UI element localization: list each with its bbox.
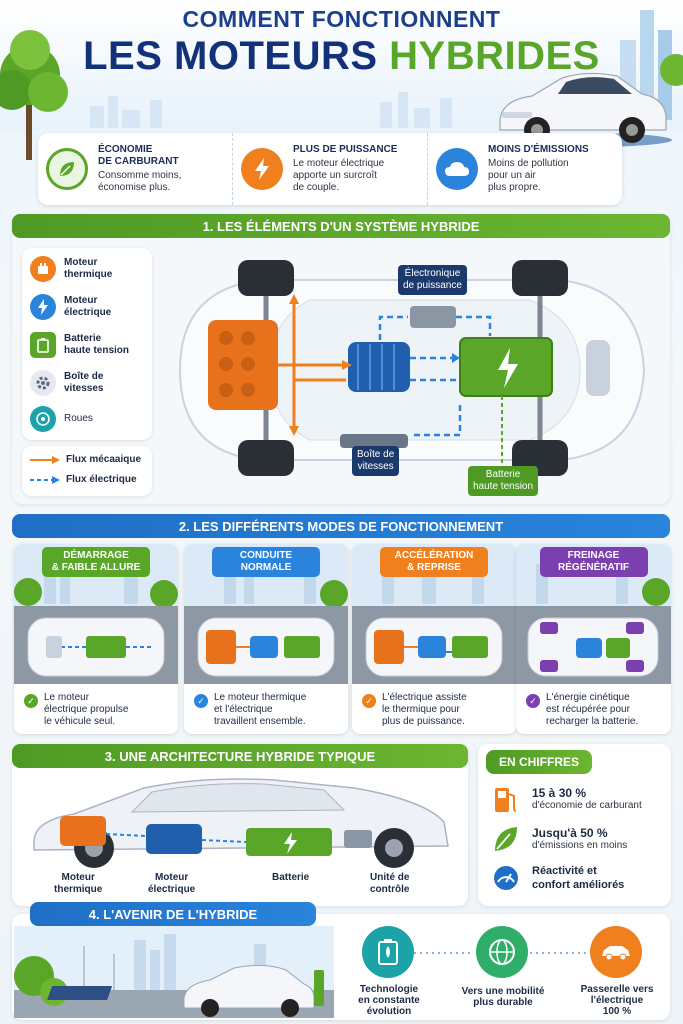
figure-value: 15 à 30 % [532,786,587,800]
hybrid-system-diagram [178,260,646,476]
benefit-power: PLUS DE PUISSANCE Le moteur électrique a… [232,133,427,205]
title-accent: HYBRIDES [389,34,600,78]
legend-label: Boîte de vitesses [64,371,104,394]
future-label-technology: Technologie en constante évolution [358,984,420,1017]
future-landscape-illustration [14,926,334,1018]
flux-label: Flux mécaaique [66,454,142,465]
cloud-icon [436,148,478,190]
mode-scene-illustration [184,544,348,684]
mode-badge: CONDUITE NORMALE [212,547,320,577]
gear-icon [30,370,56,396]
battery-tech-icon [362,926,414,978]
legend-item-engine: Moteur thermique [30,256,112,282]
mode-text: L'électrique assiste le thermique pour p… [382,692,467,727]
wheel-icon [30,406,56,432]
legend-item-wheels: Roues [30,406,93,432]
benefit-title: PLUS DE PUISSANCE [293,144,398,155]
component-label-battery: Batterie [272,872,310,883]
benefit-fuel-economy: ÉCONOMIE DE CARBURANT Consomme moins, éc… [38,133,232,205]
mode-description: ✓ Le moteur thermique et l'électrique tr… [194,692,344,728]
legend-label: Moteur électrique [64,295,112,318]
tree-illustration [0,30,68,160]
flux-electrical: Flux électrique [30,474,137,485]
flux-label: Flux électrique [66,474,137,485]
figures-panel: EN CHIFFRES 15 à 30 % d'économie de carb… [478,744,671,906]
figure-row-emissions: Jusqu'à 50 % d'émissions en moins [492,824,627,854]
mode-badge: ACCÉLÉRATION & REPRISE [380,547,488,577]
benefit-emissions: MOINS D'ÉMISSIONS Moins de pollution pou… [427,133,622,205]
benefit-title: MOINS D'ÉMISSIONS [488,144,589,155]
component-label-engine: Moteur thermique [54,872,103,895]
check-icon: ✓ [24,694,38,708]
legend-item-gearbox: Boîte de vitesses [30,370,103,396]
arrow-blue-dashed-icon [30,475,60,484]
figure-value: Jusqu'à 50 % [532,826,608,840]
city-skyline [90,92,452,128]
figure-caption: d'émissions en moins [532,840,628,851]
battery-icon [30,332,56,358]
benefit-text: Le moteur électrique apporte un surcroît… [293,158,385,193]
figure-caption: d'économie de carburant [532,800,642,811]
future-label-electric: Passerelle vers l'électrique 100 % [580,984,654,1017]
dotted-connector [414,952,590,954]
mode-description: ✓ L'électrique assiste le thermique pour… [362,692,512,728]
benefit-text: Consomme moins, économise plus. [98,170,182,193]
mode-card-acceleration: ACCÉLÉRATION & REPRISE ✓ L'électrique as… [352,544,516,734]
components-legend: Moteur thermique Moteur électrique Batte… [22,248,152,440]
section-2-title: 2. LES DIFFÉRENTS MODES DE FONCTIONNEMEN… [12,514,670,538]
arrow-orange-icon [30,455,60,464]
mode-text: L'énergie cinétique est récupérée pour r… [546,692,639,727]
component-label-electric-motor: Moteur électrique [148,872,196,895]
mode-scene-illustration [352,544,516,684]
leaf-gauge-icon [46,148,88,190]
benefit-title: ÉCONOMIE DE CARBURANT [98,144,179,167]
mode-card-normal: CONDUITE NORMALE ✓ Le moteur thermique e… [184,544,348,734]
benefits-bar: ÉCONOMIE DE CARBURANT Consomme moins, éc… [38,133,622,205]
legend-item-battery: Batterie haute tension [30,332,129,358]
title-line-1: COMMENT FONCTIONNENT [182,6,501,32]
legend-label: Roues [64,413,93,424]
figures-title: EN CHIFFRES [486,750,592,774]
mode-description: ✓ L'énergie cinétique est récupérée pour… [526,692,668,728]
section-1-title: 1. LES ÉLÉMENTS D'UN SYSTÈME HYBRIDE [12,214,670,238]
flux-legend: Flux mécaaique Flux électrique [22,446,152,496]
mode-card-start: DÉMARRAGE & FAIBLE ALLURE ✓ Le moteur él… [14,544,178,734]
callout-gearbox: Boîte de vitesses [352,446,400,476]
title-main: LES MOTEURS [83,34,390,78]
check-icon: ✓ [362,694,376,708]
legend-label: Moteur thermique [64,257,113,280]
car-icon [590,926,642,978]
mode-description: ✓ Le moteur électrique propulse le véhic… [24,692,174,728]
callout-power-electronics: Électronique de puissance [398,265,467,295]
engine-icon [30,256,56,282]
mode-text: Le moteur thermique et l'électrique trav… [214,692,307,727]
figure-row-comfort: Réactivité et confort améliorés [492,864,624,892]
future-label-sustainable: Vers une mobilité plus durable [461,986,545,1008]
globe-icon [476,926,528,978]
callout-battery: Batterie haute tension [468,466,539,496]
figure-value: Réactivité et confort améliorés [532,865,625,891]
check-icon: ✓ [526,694,540,708]
lightning-icon [30,294,56,320]
fuel-pump-icon [495,788,517,812]
component-label-control-unit: Unité de contrôle [370,872,410,895]
mode-card-regenerative: FREINAGE RÉGÉNÉRATIF ✓ L'énergie cinétiq… [516,544,671,734]
mode-badge: FREINAGE RÉGÉNÉRATIF [539,547,648,577]
title-line-2: LES MOTEURS HYBRIDES [0,34,683,79]
flux-mechanical: Flux mécaaique [30,454,141,465]
car-architecture-illustration [33,778,449,868]
figure-row-fuel: 15 à 30 % d'économie de carburant [492,784,642,814]
lightning-icon [241,148,283,190]
speedometer-icon [494,866,518,890]
legend-item-electric-motor: Moteur électrique [30,294,111,320]
mode-text: Le moteur électrique propulse le véhicul… [44,692,129,727]
benefit-text: Moins de pollution pour un air plus prop… [488,158,569,193]
legend-label: Batterie haute tension [64,333,130,356]
leaf-icon [495,827,517,851]
section-3-title: 3. UNE ARCHITECTURE HYBRIDE TYPIQUE [12,744,468,768]
section-4-title: 4. L'AVENIR DE L'HYBRIDE [30,902,316,926]
mode-badge: DÉMARRAGE & FAIBLE ALLURE [42,547,150,577]
check-icon: ✓ [194,694,208,708]
